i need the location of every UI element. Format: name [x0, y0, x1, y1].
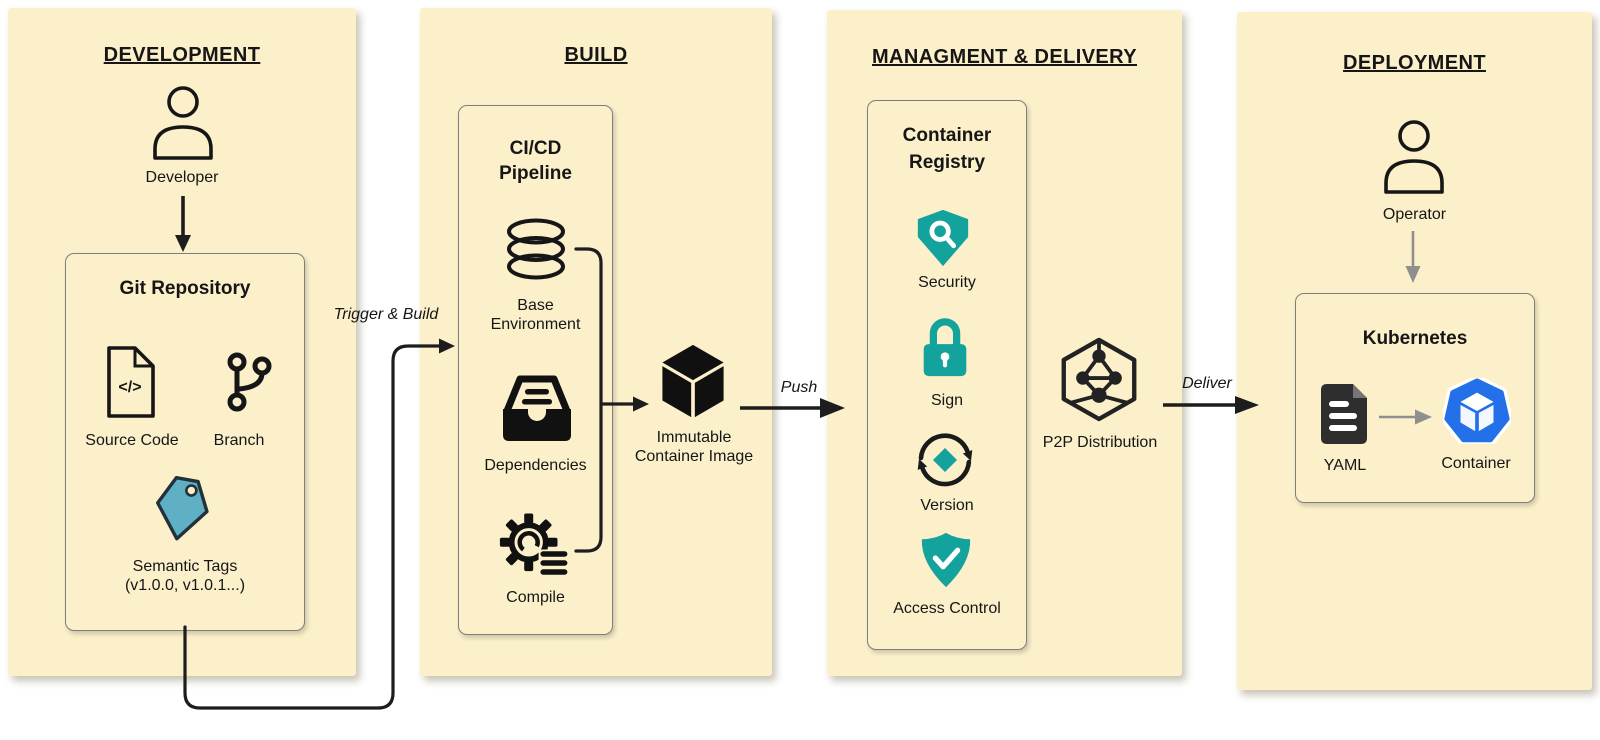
hexagon-network-icon [1061, 337, 1137, 422]
deliver-label: Deliver [1182, 375, 1232, 392]
cicd-pipeline-box: CI/CD Pipeline Base Environment Dependen… [458, 105, 613, 635]
cicd-title-line1: CI/CD [509, 138, 562, 159]
security-label: Security [918, 274, 976, 291]
registry-title-line1: Container [902, 125, 992, 146]
trigger-build-label: Trigger & Build [333, 306, 439, 323]
push-label: Push [780, 379, 818, 396]
operator-label: Operator [1382, 206, 1447, 223]
git-repository-title: Git Repository [119, 278, 251, 299]
artifact-label-line2: Container Image [634, 448, 754, 465]
inbox-icon [503, 375, 571, 441]
access-control-label: Access Control [893, 600, 1001, 617]
kubernetes-title: Kubernetes [1362, 328, 1468, 349]
gear-icon [499, 513, 571, 581]
p2p-distribution-label: P2P Distribution [1042, 434, 1158, 451]
code-file-icon: </> [107, 346, 155, 418]
person-icon [153, 86, 213, 160]
panel-management-delivery: MANAGMENT & DELIVERY Container Registry … [827, 10, 1182, 676]
development-title: DEVELOPMENT [103, 44, 261, 66]
panel-build: BUILD CI/CD Pipeline Base Environment De… [420, 8, 772, 676]
base-environment-label: Base Environment [490, 297, 581, 333]
database-icon [507, 218, 565, 280]
kubernetes-box: Kubernetes YAML Container [1295, 293, 1535, 503]
shield-check-icon [921, 532, 971, 588]
branch-label: Branch [213, 432, 265, 449]
kubernetes-container-icon [1443, 378, 1511, 444]
container-label: Container [1441, 455, 1511, 472]
panel-development: DEVELOPMENT Developer Git Repository </>… [8, 8, 356, 676]
semantic-tags-label: Semantic Tags [132, 558, 238, 575]
black-cube-icon [662, 344, 724, 418]
dependencies-label: Dependencies [484, 457, 587, 474]
version-label: Version [920, 497, 974, 514]
semantic-tags-versions: (v1.0.0, v1.0.1...) [124, 577, 246, 594]
management-title: MANAGMENT & DELIVERY [871, 46, 1138, 68]
git-repository-box: Git Repository </> Source Code Branch [65, 253, 305, 631]
developer-label: Developer [145, 169, 219, 186]
yaml-file-icon [1321, 384, 1367, 444]
sync-diamond-icon [917, 433, 973, 487]
compile-label: Compile [506, 589, 565, 606]
code-glyph: </> [118, 379, 141, 396]
lock-icon [923, 318, 967, 377]
person-icon [1384, 120, 1444, 194]
artifact-label-line1: Immutable [656, 429, 732, 446]
build-title: BUILD [564, 44, 628, 66]
tag-icon [156, 476, 209, 541]
yaml-label: YAML [1323, 457, 1367, 474]
git-branch-icon [227, 352, 272, 412]
registry-title-line2: Registry [908, 152, 986, 173]
shield-search-icon [917, 209, 969, 267]
source-code-label: Source Code [85, 432, 179, 449]
panel-deployment: DEPLOYMENT Operator Kubernetes YAML [1237, 12, 1592, 690]
cicd-title-line2: Pipeline [499, 163, 572, 184]
container-registry-box: Container Registry Security Sign [867, 100, 1027, 650]
deployment-title: DEPLOYMENT [1343, 52, 1486, 74]
sign-label: Sign [930, 392, 964, 409]
